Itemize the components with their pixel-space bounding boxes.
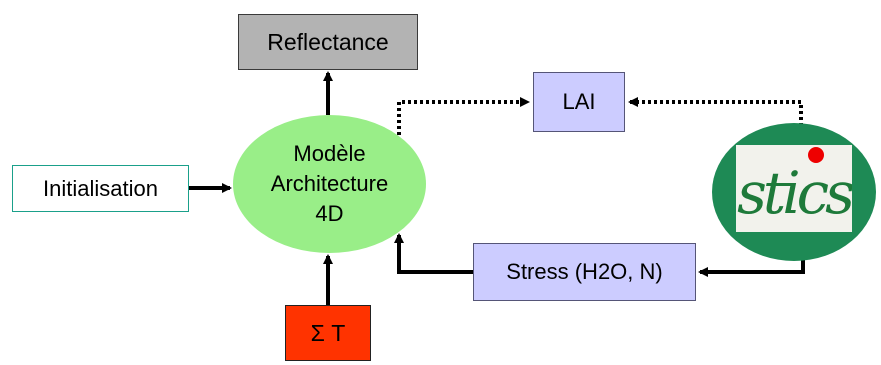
- dotted-model-to-lai: [397, 97, 530, 141]
- reflectance-box: Reflectance: [238, 14, 418, 70]
- lai-label: LAI: [562, 89, 596, 114]
- initialisation-box: Initialisation: [12, 165, 189, 212]
- arrow-stress-to-model: [394, 233, 473, 274]
- model-line-3: 4D: [315, 201, 344, 226]
- initialisation-label: Initialisation: [43, 175, 158, 201]
- reflectance-label: Reflectance: [267, 28, 389, 55]
- sigma-t-label: Σ T: [310, 319, 346, 346]
- stress-label: Stress (H2O, N): [506, 259, 663, 284]
- lai-box: LAI: [533, 72, 625, 132]
- arrow-stics-to-stress: [698, 258, 805, 277]
- dotted-stics-to-lai: [628, 97, 803, 126]
- stics-logo-text: stics: [737, 159, 852, 227]
- sigma-t-box: Σ T: [285, 305, 371, 361]
- model-line-2: Architecture: [270, 171, 389, 196]
- model-architecture-text: Modèle Architecture 4D: [271, 139, 388, 229]
- stics-logo: stics: [736, 145, 852, 232]
- model-line-1: Modèle: [293, 141, 366, 166]
- model-architecture-ellipse: Modèle Architecture 4D: [233, 115, 426, 253]
- stics-logo-background: [736, 145, 852, 232]
- stress-box: Stress (H2O, N): [473, 243, 696, 301]
- stics-red-dot: [808, 147, 824, 163]
